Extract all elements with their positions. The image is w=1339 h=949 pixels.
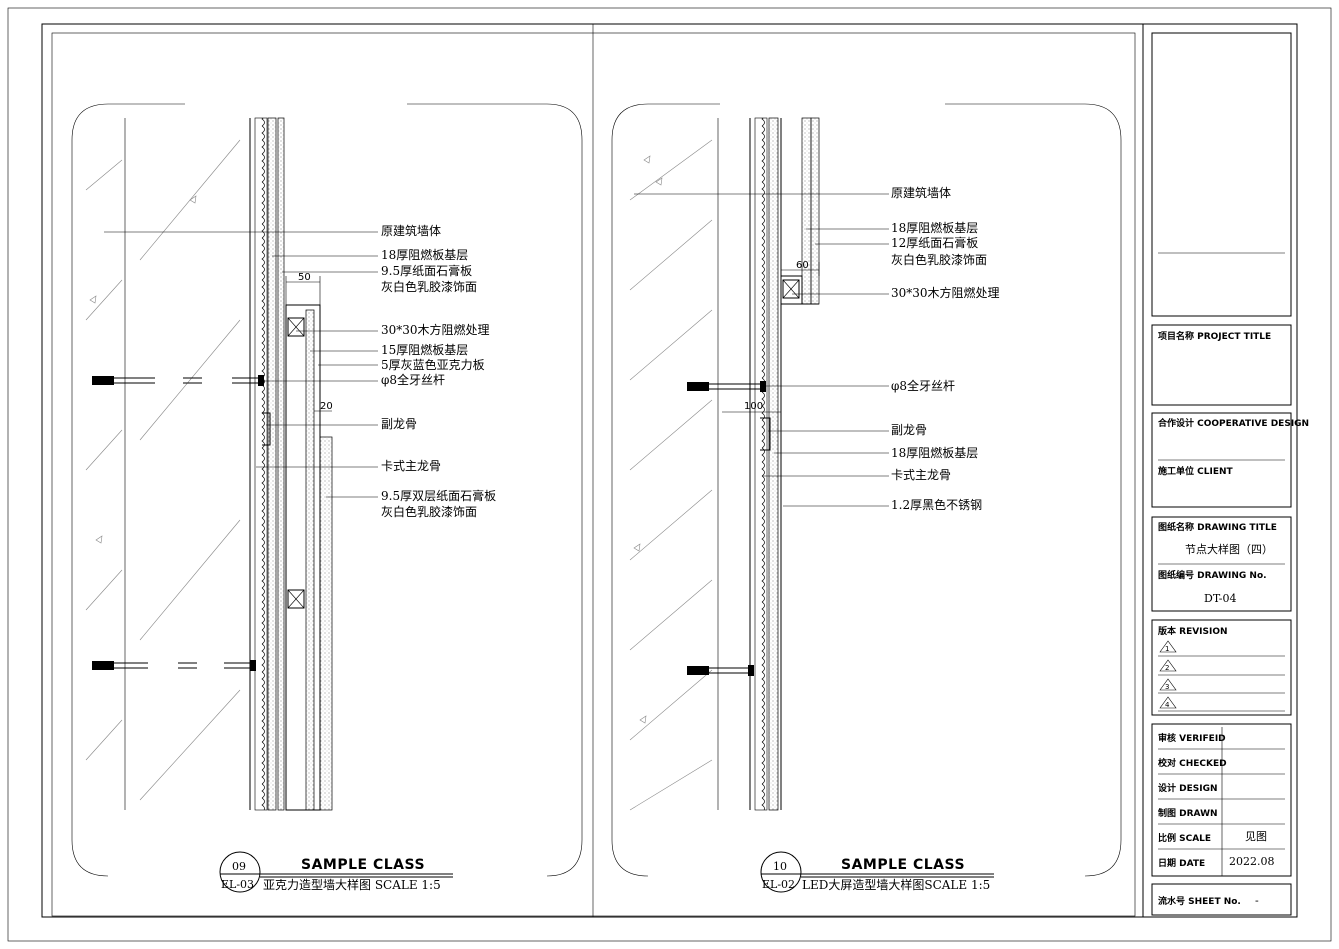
label-threaded-rod: φ8全牙丝杆 bbox=[891, 378, 955, 393]
drawing-title-label: 图纸名称 DRAWING TITLE bbox=[1158, 521, 1277, 533]
label-main-keel: 卡式主龙骨 bbox=[381, 459, 441, 473]
detail-09-class-title: SAMPLE CLASS bbox=[301, 857, 425, 873]
label-threaded-rod: φ8全牙丝杆 bbox=[381, 372, 445, 387]
project-title-label: 项目名称 PROJECT TITLE bbox=[1158, 330, 1271, 342]
label-main-keel: 卡式主龙骨 bbox=[891, 468, 951, 482]
detail-10-class-title: SAMPLE CLASS bbox=[841, 857, 965, 873]
label-wood-batten: 30*30木方阻燃处理 bbox=[891, 285, 1000, 300]
detail-09-number: 09 bbox=[232, 860, 246, 873]
revision-number-1: 1 bbox=[1165, 645, 1169, 653]
date-value: 2022.08 bbox=[1229, 855, 1275, 868]
verified-label: 审核 VERIFEID bbox=[1158, 732, 1226, 744]
revision-number-4: 4 bbox=[1165, 701, 1170, 709]
drawing-no-label: 图纸编号 DRAWING No. bbox=[1158, 569, 1267, 581]
label-latex-paint: 灰白色乳胶漆饰面 bbox=[381, 279, 477, 294]
label-18mm-board: 18厚阻燃板基层 bbox=[381, 247, 468, 262]
dimension-50: 50 bbox=[298, 272, 311, 283]
detail-10: 60 100 原建筑墙体 18厚阻燃板基层 12厚纸面石膏板 灰白色乳胶漆饰面 … bbox=[611, 103, 1122, 893]
drawing-no-value: DT-04 bbox=[1204, 592, 1236, 605]
drawing-title-value: 节点大样图（四） bbox=[1185, 542, 1273, 556]
checked-label: 校对 CHECKED bbox=[1158, 757, 1227, 769]
detail-09-bubble bbox=[219, 851, 261, 893]
label-latex-paint: 灰白色乳胶漆饰面 bbox=[891, 252, 987, 267]
dimension-60: 60 bbox=[796, 260, 809, 271]
label-original-wall: 原建筑墙体 bbox=[381, 223, 441, 238]
outer-border bbox=[7, 7, 1332, 942]
label-latex-paint-2: 灰白色乳胶漆饰面 bbox=[381, 504, 477, 519]
scale-value: 见图 bbox=[1245, 830, 1267, 843]
drawn-label: 制图 DRAWN bbox=[1158, 807, 1218, 819]
logo-box bbox=[1151, 32, 1292, 317]
revision-triangle-2 bbox=[1159, 659, 1177, 672]
inner-frame bbox=[51, 32, 1136, 917]
detail-10-number: 10 bbox=[773, 860, 787, 873]
detail-09: 50 20 原建筑墙体 18厚阻燃板基层 9.5厚纸面石膏板 灰白色乳胶漆饰面 … bbox=[71, 103, 583, 893]
cooperative-design-label: 合作设计 COOPERATIVE DESIGN bbox=[1158, 417, 1309, 429]
label-15mm-board: 15厚阻燃板基层 bbox=[381, 342, 468, 357]
scale-label: 比例 SCALE bbox=[1158, 832, 1211, 844]
label-double-gypsum: 9.5厚双层纸面石膏板 bbox=[381, 488, 496, 503]
sheet-no-value: - bbox=[1255, 894, 1259, 907]
dimension-20: 20 bbox=[320, 401, 333, 412]
revision-number-2: 2 bbox=[1165, 664, 1169, 672]
label-secondary-keel: 副龙骨 bbox=[381, 417, 417, 431]
detail-10-bubble bbox=[760, 851, 802, 893]
detail-09-subtitle: 亚克力造型墙大样图 SCALE 1:5 bbox=[263, 877, 441, 892]
label-18mm-board-2: 18厚阻燃板基层 bbox=[891, 445, 978, 460]
revision-triangle-1 bbox=[1159, 640, 1177, 653]
sheet-no-label: 流水号 SHEET No. bbox=[1158, 895, 1241, 907]
detail-10-subtitle: LED大屏造型墙大样图SCALE 1:5 bbox=[802, 877, 990, 892]
label-wood-batten: 30*30木方阻燃处理 bbox=[381, 322, 490, 337]
revision-triangle-3 bbox=[1159, 678, 1177, 691]
label-gypsum-12: 12厚纸面石膏板 bbox=[891, 235, 978, 250]
detail-09-ref: EL-03 bbox=[221, 878, 254, 891]
client-label: 施工单位 CLIENT bbox=[1158, 465, 1234, 477]
label-gypsum-9-5: 9.5厚纸面石膏板 bbox=[381, 263, 472, 278]
detail-10-ref: EL-02 bbox=[762, 878, 795, 891]
label-original-wall: 原建筑墙体 bbox=[891, 185, 951, 200]
label-18mm-board: 18厚阻燃板基层 bbox=[891, 220, 978, 235]
revision-triangle-4 bbox=[1159, 696, 1177, 709]
drawing-frame bbox=[41, 23, 1298, 918]
revision-label: 版本 REVISION bbox=[1157, 625, 1228, 637]
revision-marks: 1 2 3 4 bbox=[1159, 640, 1177, 709]
design-label: 设计 DESIGN bbox=[1158, 782, 1218, 794]
title-block: 项目名称 PROJECT TITLE 合作设计 COOPERATIVE DESI… bbox=[1151, 32, 1309, 916]
date-label: 日期 DATE bbox=[1158, 857, 1205, 869]
label-secondary-keel: 副龙骨 bbox=[891, 423, 927, 437]
revision-number-3: 3 bbox=[1165, 683, 1169, 691]
label-acrylic-panel: 5厚灰蓝色亚克力板 bbox=[381, 358, 485, 372]
label-stainless-steel: 1.2厚黑色不锈钢 bbox=[891, 498, 982, 512]
dimension-100: 100 bbox=[744, 401, 763, 412]
